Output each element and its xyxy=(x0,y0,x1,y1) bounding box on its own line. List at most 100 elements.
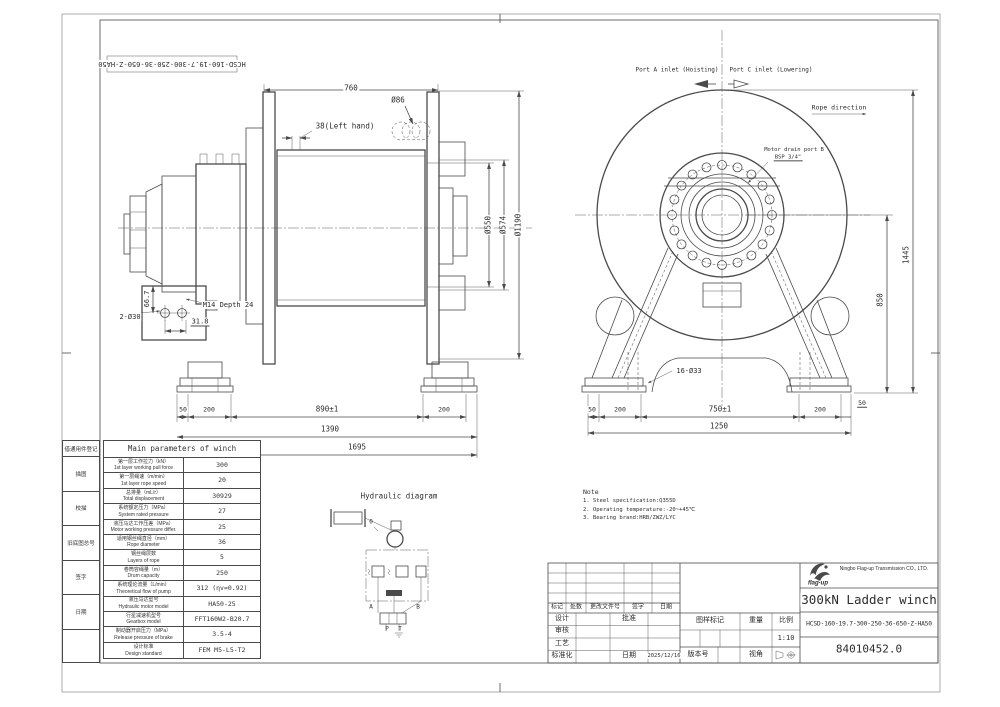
parameter-label-zh: 设计标准 xyxy=(133,644,154,651)
parameter-value: 27 xyxy=(218,507,226,516)
drawing-number-rotated: HCSD-160-19.7-300-250-36-650-Z-HA50 xyxy=(97,59,247,69)
side-view xyxy=(118,91,532,393)
parameter-value: FFT160W2-B20.7 xyxy=(194,614,250,623)
note-item: 1. Steel specification:Q355D xyxy=(583,498,676,504)
parameters-table: Main parameters of winch 第一层工作拉力（kN） 1st… xyxy=(103,440,261,660)
margin-field-signature: 签字 xyxy=(63,561,99,595)
title-block-grid xyxy=(547,562,939,664)
parameter-label-zh: 第一层绳速（m/min） xyxy=(119,474,168,481)
tb-role-check: 审核 xyxy=(554,626,570,636)
parameter-row: 适用钢丝绳直径（mm） Rope diameter 36 xyxy=(104,534,260,551)
parameter-value: 36 xyxy=(218,537,226,546)
drain-port-label: Motor drain port B xyxy=(763,146,825,154)
hydraulic-port-0: 0 xyxy=(369,518,373,526)
dim-31-8: 31.8 xyxy=(190,317,210,327)
left-margin-fields: 借通用件登记 描图 校描 旧底图总号 签字 日期 xyxy=(62,440,100,663)
front-view xyxy=(575,30,870,410)
parameter-label-en: 1st layer working pull force xyxy=(113,465,174,472)
dim-200-front-b: 200 xyxy=(813,405,827,414)
parameter-row: 行星减速机型号 Gearbox model FFT160W2-B20.7 xyxy=(104,611,260,628)
parameter-label-en: Layers of rope xyxy=(127,557,160,564)
tb-company-name: Ningbo Flag-up Transmission CO., LTD. xyxy=(838,566,930,573)
parameter-row: 系统理论流量（L/min） Theoretical flow of pump 3… xyxy=(104,581,260,597)
hydraulic-schematic xyxy=(330,509,429,638)
parameter-label-zh: 液压马达型号 xyxy=(128,597,159,604)
parameter-label-zh: 第一层工作拉力（kN） xyxy=(117,458,170,465)
tb-weight-label: 重量 xyxy=(748,616,764,626)
parameter-label-en: Hydraulic motor model xyxy=(118,603,169,610)
parameter-label-zh: 液压马达工作压差（MPa） xyxy=(113,520,174,527)
dim-16-d33: 16-Ø33 xyxy=(675,366,703,376)
parameters-rows: 第一层工作拉力（kN） 1st layer working pull force… xyxy=(104,458,260,659)
parameter-value: HA50-25 xyxy=(208,599,236,608)
parameter-value: 25 xyxy=(218,522,226,531)
margin-field-old-drawing-no: 旧底图总号 xyxy=(63,526,99,561)
tb-model-code: HCSD-160-19.7-300-250-36-650-Z-HA50 xyxy=(805,620,933,628)
parameter-row: 液压马达型号 Hydraulic motor model HA50-25 xyxy=(104,596,260,612)
dim-pitch-38: 38(Left hand) xyxy=(314,121,376,132)
parameter-label-en: Drum capacity xyxy=(127,573,160,580)
tb-logo-text: flag-up xyxy=(807,580,829,588)
margin-field-check-tracing: 校描 xyxy=(63,492,99,526)
dim-2-d30: 2-Ø30 xyxy=(118,312,142,322)
parameter-row: 设计标准 Design standard FEM M5-L5-T2 xyxy=(104,642,260,659)
dim-rope-d86: Ø86 xyxy=(390,95,406,106)
tb-scale-value: 1:10 xyxy=(776,633,796,643)
port-a-label: Port A inlet (Hoisting) xyxy=(634,66,720,75)
parameter-label-en: Design standard xyxy=(125,650,162,657)
parameter-row: 液压马达工作压差（MPa） Motor working pressure dif… xyxy=(104,519,260,535)
parameter-label-en: Gearbox model xyxy=(126,619,161,626)
tb-part-number: 84010452.0 xyxy=(834,642,904,657)
tb-date-value: 2025/12/16 xyxy=(646,652,682,660)
parameter-label-zh: 制动器开启压力（MPa） xyxy=(115,628,172,635)
dim-1445: 1445 xyxy=(901,244,912,266)
hydraulic-port-p: P xyxy=(385,625,389,633)
dim-50-left: 50 xyxy=(178,405,188,414)
tb-date-label: 日期 xyxy=(621,651,637,661)
hydraulic-title: Hydraulic diagram xyxy=(359,491,439,502)
dim-890: 890±1 xyxy=(314,404,340,415)
dim-66-7: 66.7 xyxy=(142,289,152,309)
margin-field-tracing: 描图 xyxy=(63,457,99,492)
tb-role-design: 设计 xyxy=(554,614,570,624)
parameter-row: 总排量（mL/r） Total displacement 30929 xyxy=(104,488,260,505)
dim-200-left-a: 200 xyxy=(202,405,216,414)
tb-view-label: 视角 xyxy=(748,650,764,660)
hydraulic-port-b: B xyxy=(416,603,420,611)
dim-50-front-a: 50 xyxy=(587,405,597,414)
parameter-value: 3.5-4 xyxy=(212,630,232,639)
parameter-label-en: System rated pressure xyxy=(118,511,169,518)
hydraulic-port-a: A xyxy=(369,603,373,611)
parameter-value: 5 xyxy=(220,553,224,562)
dim-1250: 1250 xyxy=(708,421,730,432)
parameter-row: 卷筒容绳量（m） Drum capacity 250 xyxy=(104,565,260,582)
dim-d550: Ø550 xyxy=(483,214,494,236)
parameter-row: 系统额定压力（MPa） System rated pressure 27 xyxy=(104,504,260,520)
parameter-value: 30929 xyxy=(212,491,232,500)
sheet-frame xyxy=(61,13,941,693)
parameter-label-zh: 适用钢丝绳直径（mm） xyxy=(116,535,171,542)
parameter-value: 300 xyxy=(216,461,228,469)
parameter-label-en: Rope diameter xyxy=(127,542,160,549)
drain-port-thread: BSP 3/4" xyxy=(773,154,803,162)
parameters-title: Main parameters of winch xyxy=(104,441,260,458)
dim-d1190: Ø1190 xyxy=(513,212,524,238)
margin-field-register: 借通用件登记 xyxy=(63,441,99,457)
front-view-dimensions xyxy=(587,89,918,436)
parameter-label-zh: 行星减速机型号 xyxy=(125,612,161,619)
hydraulic-port-t: T xyxy=(398,625,402,633)
tb-version-label: 版本号 xyxy=(686,650,710,660)
rope-direction-label: Rope direction xyxy=(810,103,868,112)
parameter-label-zh: 总排量（mL/r） xyxy=(125,489,161,496)
dim-200-front-a: 200 xyxy=(613,405,627,414)
parameter-label-zh: 钢丝绳层数 xyxy=(130,551,156,558)
parameter-label-en: Release pressure of brake xyxy=(114,634,173,641)
parameter-row: 制动器开启压力（MPa） Release pressure of brake 3… xyxy=(104,627,260,643)
side-view-dimensions xyxy=(110,84,524,458)
tb-approve-label: 批准 xyxy=(621,614,637,624)
dim-1390: 1390 xyxy=(319,424,341,435)
